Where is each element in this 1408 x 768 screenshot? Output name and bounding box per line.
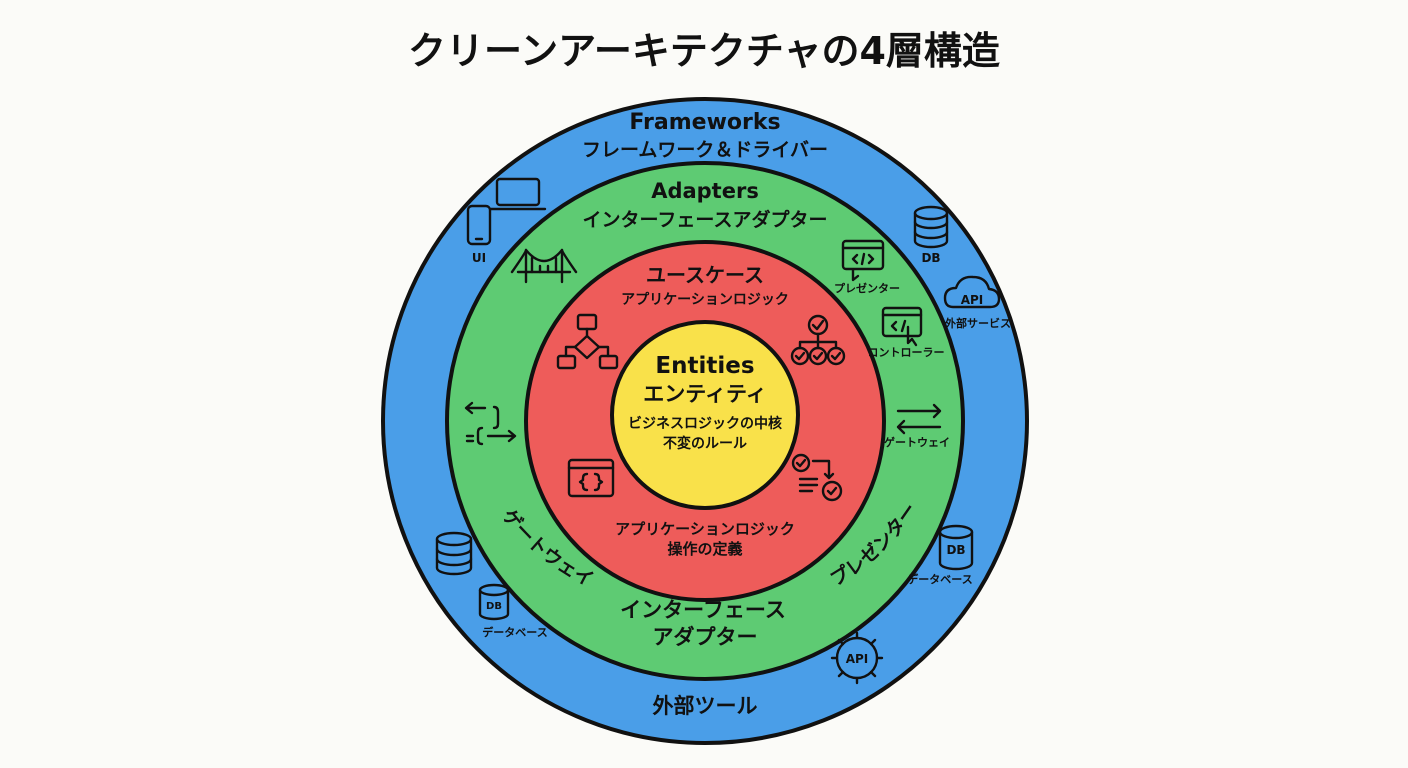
entities-line1: ビジネスロジックの中核 <box>628 415 782 432</box>
exchange-arrows-icon <box>464 401 517 446</box>
adapters-bottom-line1: インターフェース <box>620 598 786 622</box>
bridge-icon <box>510 248 578 284</box>
db-top-label: DB <box>921 251 940 265</box>
frameworks-title-en: Frameworks <box>629 110 780 135</box>
usecases-bottom-line1: アプリケーションロジック <box>615 520 795 538</box>
page-title: クリーンアーキテクチャの4層構造 <box>408 29 1000 73</box>
exchange-arrows-icon <box>896 403 942 435</box>
presenter-icon-label: プレゼンター <box>834 281 900 295</box>
adapters-title-en: Adapters <box>651 179 759 203</box>
usecases-title: ユースケース <box>646 263 764 287</box>
database-icon <box>478 583 510 621</box>
db-left-label: データベース <box>482 625 547 639</box>
controller-icon-label: コントローラー <box>868 346 945 359</box>
entities-core <box>610 320 800 510</box>
flowchart-icon <box>556 313 619 370</box>
code-window-icon <box>841 239 885 282</box>
entities-line2: 不変のルール <box>663 435 747 452</box>
database-icon <box>913 205 949 249</box>
usecases-subtitle: アプリケーションロジック <box>621 292 789 308</box>
usecases-bottom-line2: 操作の定義 <box>667 540 742 558</box>
db-left-badge: DB <box>486 601 502 612</box>
external-service-label: 外部サービス <box>944 316 1011 330</box>
code-window-cursor-icon <box>881 306 923 347</box>
db-right-badge: DB <box>946 543 965 557</box>
database-icon <box>435 531 473 576</box>
gear-api-icon <box>830 631 884 685</box>
ui-label: UI <box>472 251 486 265</box>
smartphone-laptop-icon <box>466 177 547 246</box>
frameworks-bottom-label: 外部ツール <box>653 694 758 718</box>
cloud-api-text: API <box>961 293 984 307</box>
check-hierarchy-icon <box>790 314 846 366</box>
gateway-icon-label: ゲートウェイ <box>884 435 950 449</box>
adapters-title-ja: インターフェースアダプター <box>583 208 828 231</box>
adapters-bottom-line2: アダプター <box>653 625 758 649</box>
db-right-label: データベース <box>907 572 972 586</box>
database-icon <box>938 524 974 571</box>
check-list-icon <box>791 453 843 502</box>
cloud-api-icon <box>943 275 1001 309</box>
frameworks-title-ja: フレームワーク＆ドライバー <box>582 139 828 161</box>
entities-title-ja: エンティティ <box>643 382 766 406</box>
code-braces-window-icon <box>567 458 615 498</box>
gear-api-text: API <box>846 652 869 666</box>
entities-title-en: Entities <box>655 353 754 379</box>
